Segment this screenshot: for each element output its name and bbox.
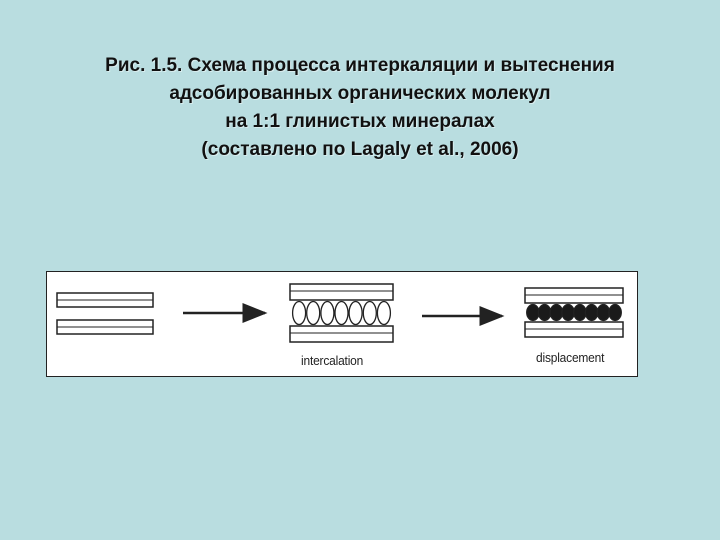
molecule — [291, 300, 307, 326]
molecule — [320, 300, 335, 326]
molecule — [596, 303, 611, 322]
molecule — [526, 303, 540, 322]
caption-line-3: на 1:1 глинистых минералах — [225, 111, 495, 132]
intercalated-clay-layers — [289, 283, 394, 343]
clay-layer-bottom — [289, 325, 394, 343]
clay-layer-top — [289, 283, 394, 301]
caption-line-4: (составлено по Lagaly et al., 2006) — [201, 139, 519, 160]
diagram-canvas — [56, 283, 624, 343]
molecule — [573, 303, 587, 322]
molecule — [334, 300, 349, 326]
intercalation-diagram: intercalation displacement — [46, 271, 638, 377]
displaced-clay-layers — [524, 287, 624, 338]
molecule — [362, 300, 377, 326]
molecule — [376, 300, 392, 326]
caption-line-1: Рис. 1.5. Схема процесса интеркаляции и … — [105, 55, 615, 76]
molecule — [549, 303, 564, 322]
displacement-label: displacement — [536, 350, 605, 365]
caption-line-2: адсобированных органических молекул — [169, 83, 551, 104]
molecule — [306, 300, 321, 326]
molecule — [608, 303, 622, 322]
intercalated-molecules — [291, 300, 392, 326]
molecule — [561, 303, 575, 322]
displacing-molecules — [526, 303, 622, 322]
molecule — [584, 303, 599, 322]
figure-caption: Рис. 1.5. Схема процесса интеркаляции и … — [0, 52, 720, 164]
molecule — [537, 303, 552, 322]
intercalation-label: intercalation — [301, 353, 364, 368]
molecule — [348, 300, 363, 326]
initial-clay-layers — [56, 292, 154, 335]
